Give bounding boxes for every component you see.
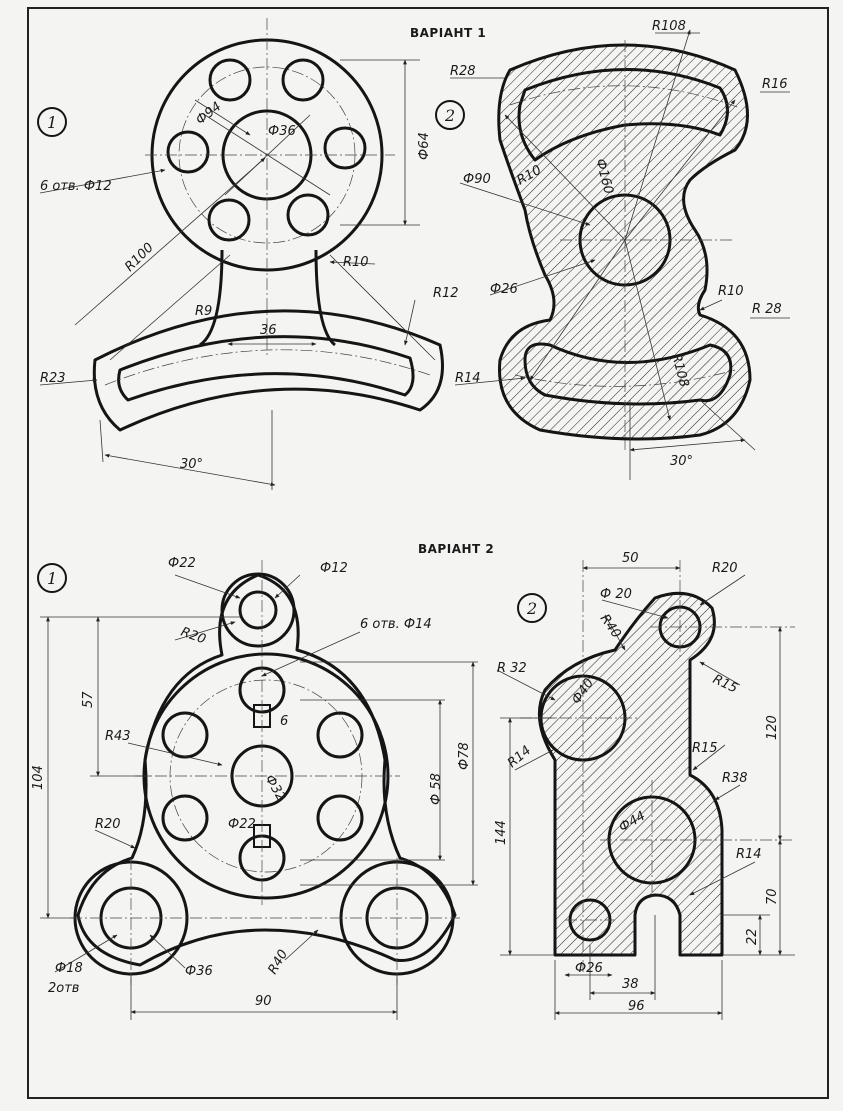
- v2p2-r32: R 32: [497, 661, 527, 676]
- v2p1-holes2: 2отв: [48, 981, 79, 996]
- variant1-title: ВАРІАНТ 1: [410, 26, 486, 40]
- v1p1-r23: R23: [40, 371, 66, 386]
- v1p1-r9: R9: [195, 304, 212, 319]
- v2p1-d36: Ф36: [185, 964, 213, 979]
- v2p1-h57: 57: [81, 691, 96, 708]
- v2p2-r15b: R15: [692, 741, 718, 756]
- v2p2-r20: R20: [712, 561, 738, 576]
- sheet-frame: [27, 7, 829, 1099]
- v2p1-w90: 90: [255, 994, 272, 1009]
- v2-part2-drawing: 2: [496, 560, 795, 1020]
- v1p2-r28b: R 28: [752, 302, 782, 317]
- v1p2-number: 2: [444, 106, 455, 125]
- v2p1-holes: 6 отв. Ф14: [360, 617, 432, 632]
- v2p1-number-circle: [37, 563, 67, 593]
- v2p1-number: 1: [47, 569, 57, 588]
- v1p2-d26: Ф26: [490, 282, 518, 297]
- v1p1-r10: R10: [343, 255, 369, 270]
- v1p1-holes: 6 отв. Ф12: [40, 179, 112, 194]
- v1p2-number-circle: [435, 100, 465, 130]
- v2p2-r40: R40: [597, 612, 624, 642]
- v1p2-r28a: R28: [450, 64, 476, 79]
- v2p2-r14a: R14: [505, 743, 534, 771]
- v2p2-w96: 96: [628, 999, 645, 1014]
- v2p1-d18: Ф18: [55, 961, 83, 976]
- v2p1-r40: R40: [265, 947, 291, 977]
- v2p2-number: 2: [526, 599, 537, 618]
- v2p2-number-circle: [517, 593, 547, 623]
- v1-part2-drawing: 2: [435, 29, 790, 480]
- v2-part1-drawing: 1: [37, 560, 478, 1020]
- v2p1-h104: 104: [31, 765, 46, 790]
- v2p2-h22: 22: [745, 928, 760, 945]
- v1p2-r10b: R10: [718, 284, 744, 299]
- v1p1-angle: 30°: [180, 457, 203, 472]
- v2p2-w50: 50: [622, 551, 639, 566]
- v2p1-r20b: R20: [95, 817, 121, 832]
- v2p2-h120: 120: [765, 715, 780, 740]
- v2p1-r20a: R20: [179, 625, 208, 648]
- v1p1-r12: R12: [433, 286, 459, 301]
- v1p1-d36: Ф36: [268, 124, 296, 139]
- v2p2-w38: 38: [622, 977, 639, 992]
- v2p2-h70: 70: [765, 888, 780, 905]
- v2p1-r43: R43: [105, 729, 131, 744]
- v2p2-d20: Ф 20: [600, 587, 632, 602]
- v1p2-d90: Ф90: [463, 172, 491, 187]
- v1p2-angle: 30°: [670, 454, 693, 469]
- v2p2-r14b: R14: [736, 847, 762, 862]
- v1p1-d64: Ф64: [417, 132, 432, 160]
- variant2-title: ВАРІАНТ 2: [418, 542, 494, 556]
- v2p1-d32: Ф32: [262, 773, 289, 805]
- v1p1-number-circle: [37, 107, 67, 137]
- v2p1-d22b: Ф22: [228, 817, 256, 832]
- v2p2-r15a: R15: [710, 672, 740, 696]
- v2p2-r38: R38: [722, 771, 748, 786]
- v2p1-d78: Ф78: [457, 742, 472, 770]
- v2p1-d22a: Ф22: [168, 556, 196, 571]
- v2p1-d58: Ф 58: [429, 773, 444, 805]
- v1p2-r108a: R108: [652, 19, 686, 34]
- v1p1-w36: 36: [260, 323, 277, 338]
- v2p2-h144: 144: [494, 820, 509, 845]
- v2p1-d12: Ф12: [320, 561, 348, 576]
- v1p1-d94: Ф94: [193, 99, 224, 128]
- v2p2-d26: Ф26: [575, 961, 603, 976]
- v1-part1-drawing: 1: [37, 18, 444, 490]
- v1p1-number: 1: [47, 113, 57, 132]
- v1p2-r16: R16: [762, 77, 788, 92]
- v1p2-r14: R14: [455, 371, 481, 386]
- v2p1-w6: 6: [280, 714, 288, 729]
